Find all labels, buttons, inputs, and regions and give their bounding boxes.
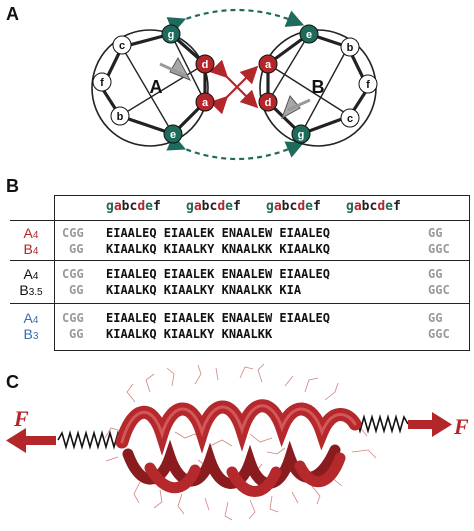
residue-a-right: a [258, 54, 278, 74]
interaction-arrow-e-g-bottom [166, 134, 305, 161]
row-label-a4-2: A4 [23, 266, 39, 283]
heptad-header-4: gabcdef [346, 199, 401, 214]
row-label-a4: A4 [23, 225, 39, 242]
row3-top-sequence: EIAALEQ EIAALEK ENAALEW EIAALEQ [106, 311, 330, 325]
helical-wheel-right: e a d g c f b B [258, 24, 378, 147]
svg-text:c: c [347, 113, 353, 125]
residue-b-right: b [340, 37, 360, 57]
helix-label-left: A [150, 77, 163, 97]
residue-e-left: e [163, 124, 183, 144]
row3-top-suffix: GG [428, 311, 443, 325]
panel-label-c: C [6, 372, 19, 392]
row2-bottom-suffix: GGC [428, 283, 450, 297]
panel-label-b: B [6, 176, 19, 196]
row2-top-sequence: EIAALEQ EIAALEK ENAALEW EIAALEQ [106, 267, 330, 281]
svg-text:b: b [347, 42, 354, 54]
spring-right [351, 414, 409, 434]
residue-e-right: e [299, 24, 319, 44]
row2-top-suffix: GG [428, 267, 443, 281]
row3-top-prefix: CGG [62, 311, 84, 325]
row1-bottom-prefix: GG [69, 242, 84, 256]
helix-label-right: B [312, 77, 325, 97]
heptad-header-3: gabcdef [266, 199, 321, 214]
row-label-b3: B3 [23, 326, 39, 343]
row1-top-prefix: CGG [62, 226, 84, 240]
force-label-left: F [13, 406, 29, 431]
row-label-b3-5: B3.5 [19, 282, 43, 299]
residue-a-left: a [195, 92, 215, 112]
svg-text:a: a [265, 59, 272, 71]
svg-text:d: d [202, 59, 209, 71]
residue-f-left: f [92, 72, 112, 92]
helical-wheel-diagram: g d a e b f c A e a d g c [91, 8, 378, 161]
svg-text:f: f [366, 79, 370, 91]
svg-text:a: a [202, 97, 209, 109]
residue-g-right: g [291, 124, 311, 144]
row2-bottom-prefix: GG [69, 283, 84, 297]
svg-text:e: e [306, 29, 312, 41]
row-label-a4-3: A4 [23, 310, 39, 327]
row3-bottom-prefix: GG [69, 327, 84, 341]
force-arrow-right [408, 412, 452, 437]
residue-f-right: f [358, 74, 378, 94]
coiled-coil-force-illustration: F F [6, 363, 469, 521]
row3-bottom-sequence: KIAALKQ KIAALKY KNAALKK [106, 327, 273, 341]
row1-bottom-sequence: KIAALKQ KIAALKY KNAALKK KIAALKQ [106, 242, 330, 256]
residue-d-right: d [258, 92, 278, 112]
residue-b-left: b [110, 106, 130, 126]
svg-text:e: e [170, 129, 176, 141]
sequence-table: gabcdef gabcdef gabcdef gabcdef A4 B4 CG… [10, 195, 470, 351]
row2-top-prefix: CGG [62, 267, 84, 281]
heptad-header-1: gabcdef [106, 199, 161, 214]
residue-d-left: d [195, 54, 215, 74]
helical-wheel-left: g d a e b f c A [91, 24, 215, 147]
row1-bottom-suffix: GGC [428, 242, 450, 256]
heptad-header-2: gabcdef [186, 199, 241, 214]
residue-c-right: c [340, 108, 360, 128]
helix-back [122, 439, 341, 489]
row1-top-suffix: GG [428, 226, 443, 240]
side-chains [104, 363, 377, 521]
row3-bottom-suffix: GGC [428, 327, 450, 341]
interaction-arrow-g-e-top [166, 8, 305, 34]
interaction-arrow-a-a [209, 65, 259, 115]
residue-g-left: g [161, 24, 181, 44]
row2-bottom-sequence: KIAALKQ KIAALKY KNAALKK KIA [106, 283, 302, 297]
svg-text:g: g [168, 29, 175, 41]
force-arrow-left [6, 428, 56, 453]
spring-left [57, 430, 123, 450]
svg-text:b: b [117, 111, 124, 123]
svg-text:f: f [100, 77, 104, 89]
row-label-b4: B4 [23, 241, 39, 258]
svg-text:c: c [119, 40, 125, 52]
force-label-right: F [453, 414, 469, 439]
svg-text:g: g [298, 129, 305, 141]
row1-top-sequence: EIAALEQ EIAALEK ENAALEW EIAALEQ [106, 226, 330, 240]
residue-c-left: c [112, 35, 132, 55]
svg-text:d: d [265, 97, 272, 109]
panel-label-a: A [6, 4, 19, 24]
